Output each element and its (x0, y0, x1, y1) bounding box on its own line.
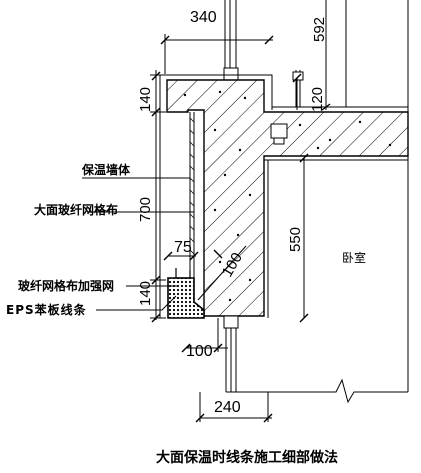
callout-insulation-wall: 保温墙体 (81, 162, 131, 177)
dim-label-140-bottom: 140 (137, 281, 154, 306)
room-label-bedroom: 卧室 (342, 250, 366, 265)
dim-120 (292, 73, 302, 110)
interior-wall-line (226, 0, 409, 404)
window-frame-bottom (223, 315, 239, 392)
dim-75 (163, 251, 199, 261)
exterior-finish-strip (189, 112, 195, 278)
window-frame-top (223, 0, 239, 81)
callout-fiberglass-mesh: 大面玻纤网格布 (34, 202, 118, 217)
dim-label-75: 75 (174, 239, 192, 256)
dim-label-100-bottom: 100 (186, 343, 213, 360)
callout-mesh-reinforcement: 玻纤网格布加强网 (18, 278, 114, 293)
dim-label-550: 550 (287, 227, 304, 252)
concrete-aggregate (183, 90, 392, 302)
dim-100-bottom (181, 318, 228, 353)
dim-chain-left (150, 70, 166, 323)
dim-label-592: 592 (311, 17, 328, 42)
dim-label-120: 120 (309, 87, 326, 112)
dim-label-700: 700 (137, 197, 154, 222)
callout-eps-trim: EPS苯板线条 (6, 302, 87, 317)
dim-100-diagonal (197, 245, 247, 301)
dim-label-240: 240 (214, 399, 241, 416)
dim-340 (160, 34, 274, 74)
dim-550 (299, 153, 309, 323)
dim-label-140-top: 140 (137, 87, 154, 112)
drawing-title: 大面保温时线条施工细部做法 (156, 449, 338, 466)
dim-label-340: 340 (190, 9, 217, 26)
callout-leaders (82, 177, 194, 311)
dim-592 (321, 0, 331, 111)
eps-trim-profile (167, 268, 205, 319)
concrete-lintel-beam (159, 74, 409, 318)
curtain-track (270, 70, 304, 145)
dim-240 (195, 392, 273, 423)
